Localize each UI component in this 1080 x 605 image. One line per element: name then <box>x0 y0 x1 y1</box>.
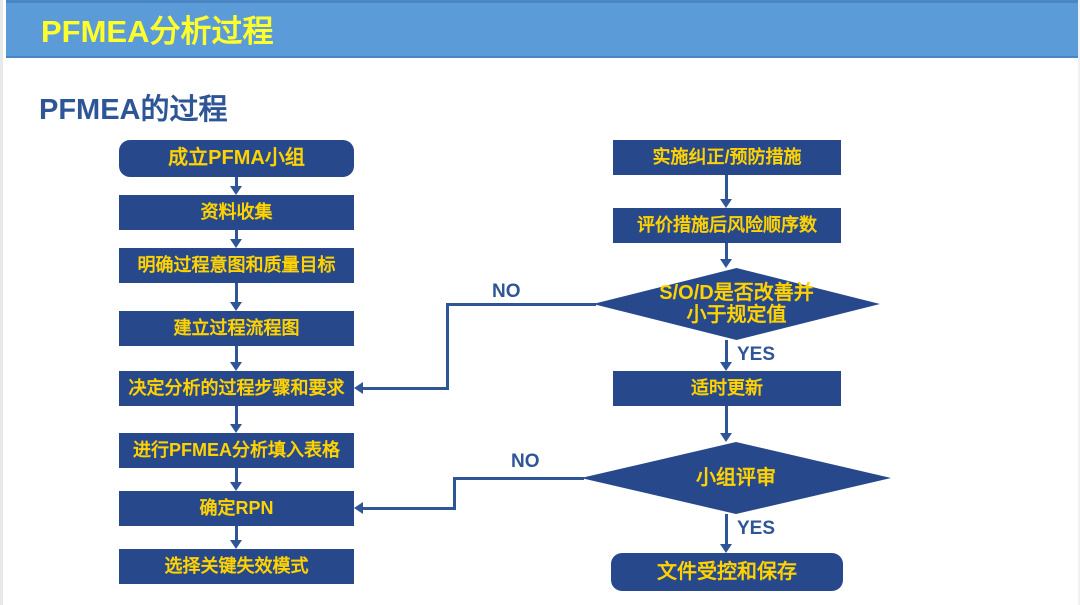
flow-node-select-key-modes[interactable]: 选择关键失效模式 <box>119 549 354 584</box>
connector-implement-to-evaluate <box>725 175 728 199</box>
flow-node-decide-steps[interactable]: 决定分析的过程步骤和要求 <box>119 371 354 406</box>
flow-node-determine-rpn[interactable]: 确定RPN <box>119 491 354 526</box>
edge-label-no-top: NO <box>492 281 521 302</box>
arrow-feedback-to-decide-steps <box>354 382 363 394</box>
arrow-build-flowchart <box>230 302 242 311</box>
page-title: PFMEA分析过程 <box>41 14 274 49</box>
arrow-doc-control <box>720 544 732 553</box>
flow-node-implement-actions[interactable]: 实施纠正/预防措施 <box>613 140 841 175</box>
feedback-bottom-vertical <box>453 477 456 510</box>
flow-node-build-flowchart[interactable]: 建立过程流程图 <box>119 311 354 346</box>
edge-label-yes-top: YES <box>737 344 776 365</box>
flow-node-fill-table[interactable]: 进行PFMEA分析填入表格 <box>119 433 354 468</box>
connector-timely-update-to-team-review <box>725 406 728 433</box>
edge-label-no-bottom: NO <box>511 451 540 472</box>
connector-build-flowchart-to-decide-steps <box>235 346 238 362</box>
connector-fill-table-to-determine-rpn <box>235 468 238 482</box>
arrow-team-review <box>720 433 732 442</box>
flow-node-sod-check[interactable]: S/O/D是否改善并 小于规定值 <box>593 268 880 340</box>
arrow-select-key-modes <box>230 540 242 549</box>
connector-evaluate-to-sod-check <box>725 243 728 259</box>
arrow-collect-data <box>230 186 242 195</box>
flow-node-team-review[interactable]: 小组评审 <box>581 442 891 514</box>
section-subtitle: PFMEA的过程 <box>39 94 228 126</box>
connector-team-review-to-doc-control <box>725 514 728 544</box>
connector-decide-steps-to-fill-table <box>235 406 238 424</box>
flow-node-collect-data[interactable]: 资料收集 <box>119 195 354 230</box>
arrow-feedback-to-determine-rpn <box>354 502 363 514</box>
header-bar <box>6 0 1078 58</box>
connector-sod-check-to-timely-update <box>725 340 728 362</box>
arrow-determine-rpn <box>230 482 242 491</box>
feedback-top-vertical <box>446 303 449 390</box>
arrow-fill-table <box>230 424 242 433</box>
arrow-evaluate-rpn <box>720 199 732 208</box>
flow-node-timely-update[interactable]: 适时更新 <box>613 371 841 406</box>
connector-clarify-intent-to-build-flowchart <box>235 283 238 302</box>
feedback-bottom-horizontal-to-node <box>363 507 456 510</box>
arrow-clarify-intent <box>230 239 242 248</box>
feedback-top-horizontal-from-diamond <box>446 303 596 306</box>
flow-node-form-team[interactable]: 成立PFMA小组 <box>119 140 354 177</box>
arrow-sod-check <box>720 259 732 268</box>
feedback-bottom-horizontal-from-diamond <box>453 477 584 480</box>
flow-node-doc-control[interactable]: 文件受控和保存 <box>611 553 843 591</box>
connector-determine-rpn-to-select-key-modes <box>235 526 238 540</box>
connector-form-team-to-collect-data <box>235 177 238 186</box>
connector-collect-data-to-clarify-intent <box>235 230 238 239</box>
arrow-decide-steps <box>230 362 242 371</box>
flow-node-evaluate-rpn[interactable]: 评价措施后风险顺序数 <box>613 208 841 243</box>
edge-label-yes-bottom: YES <box>737 518 776 539</box>
feedback-top-horizontal-to-node <box>363 387 449 390</box>
flow-node-clarify-intent[interactable]: 明确过程意图和质量目标 <box>119 248 354 283</box>
arrow-timely-update <box>720 362 732 371</box>
